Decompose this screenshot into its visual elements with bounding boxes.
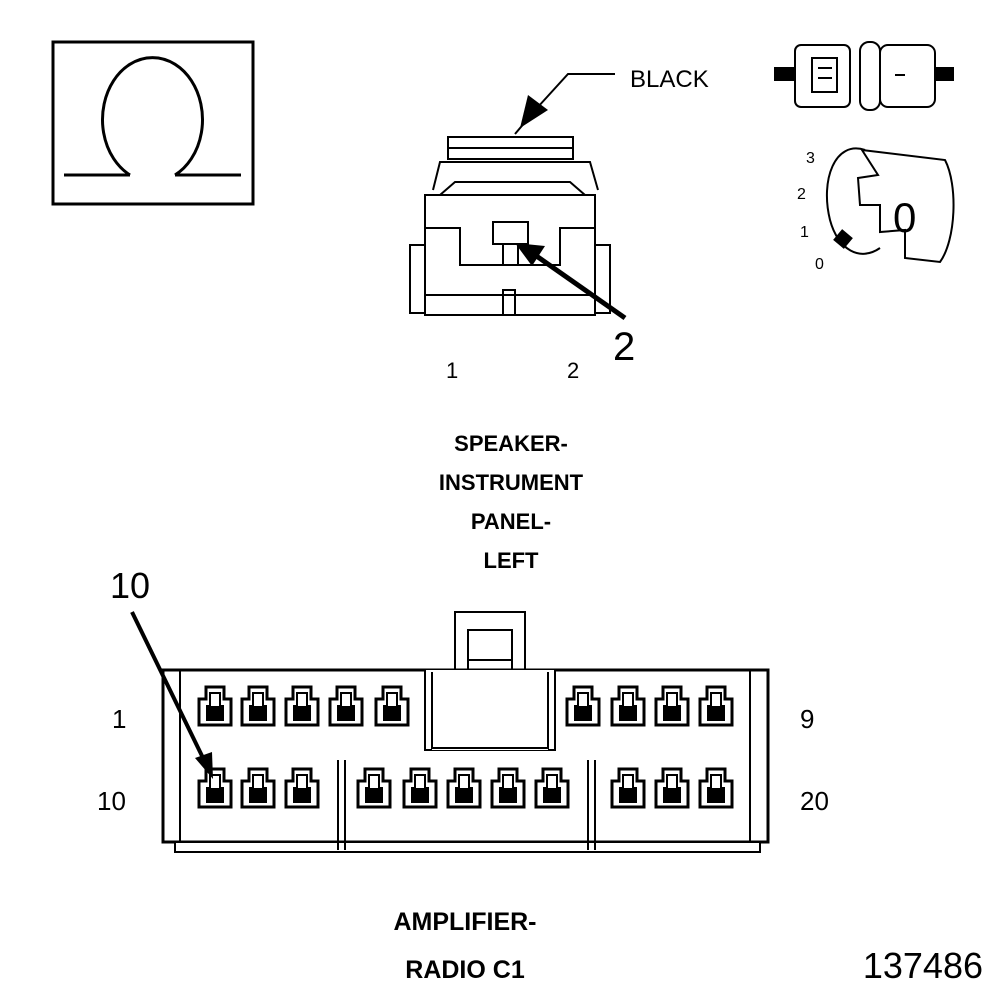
terminal-cavity (374, 685, 410, 727)
speaker-callout: 2 (613, 325, 635, 369)
speaker-pin-label-1: 1 (446, 358, 458, 383)
speaker-connector: BLACK 2 1 2 SPEAKER- INSTRUMENT PANEL- L… (409, 66, 709, 573)
terminal-cavity (328, 685, 364, 727)
speaker-title-line-3: PANEL- (471, 509, 551, 534)
ignition-position-2: 2 (797, 186, 806, 203)
ignition-key-icon: 0 3 2 1 0 (797, 147, 955, 273)
speaker-color-label: BLACK (630, 66, 709, 93)
speaker-title-line-2: INSTRUMENT (439, 470, 584, 495)
terminal-cavity (654, 767, 690, 809)
terminal-cavity (610, 685, 646, 727)
amplifier-row-label-top-left: 1 (112, 704, 126, 734)
terminal-cavity (197, 767, 233, 809)
speaker-title-line-1: SPEAKER- (454, 431, 568, 456)
terminal-cavity (197, 685, 233, 727)
amplifier-row-label-bottom-left: 10 (97, 786, 126, 816)
terminal-cavity (240, 767, 276, 809)
terminal-cavity (698, 767, 734, 809)
terminal-cavity (284, 767, 320, 809)
amplifier-callout: 10 (110, 565, 150, 606)
terminal-cavity (402, 767, 438, 809)
terminal-cavity (356, 767, 392, 809)
speaker-pin-label-2: 2 (567, 358, 579, 383)
terminal-cavity (240, 685, 276, 727)
ignition-key-label: 0 (893, 194, 916, 241)
connector-disconnect-icon (774, 41, 954, 111)
figure-id: 137486 (863, 945, 983, 986)
amplifier-connector: 10 1 9 10 20 AMPLIFIER- RADIO C1 (97, 565, 829, 984)
terminal-cavity (490, 767, 526, 809)
terminal-cavity (534, 767, 570, 809)
terminal-cavity (284, 685, 320, 727)
amplifier-title-line-2: RADIO C1 (405, 956, 525, 984)
ignition-position-3: 3 (806, 150, 815, 167)
amplifier-row-label-bottom-right: 20 (800, 786, 829, 816)
ignition-position-0: 0 (815, 256, 824, 273)
terminal-cavity (446, 767, 482, 809)
amplifier-title-line-1: AMPLIFIER- (393, 908, 536, 936)
terminal-cavities (197, 685, 734, 809)
amplifier-row-label-top-right: 9 (800, 704, 814, 734)
speaker-title-line-4: LEFT (484, 548, 540, 573)
ignition-position-1: 1 (800, 224, 809, 241)
terminal-cavity (610, 767, 646, 809)
terminal-cavity (654, 685, 690, 727)
terminal-cavity (565, 685, 601, 727)
ohmmeter-icon (51, 40, 255, 206)
terminal-cavity (698, 685, 734, 727)
